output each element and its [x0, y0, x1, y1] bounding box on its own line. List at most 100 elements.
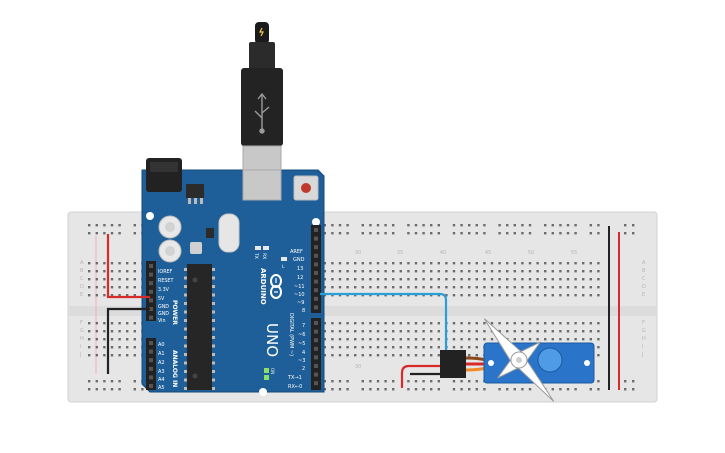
breadboard-hole[interactable]: [376, 330, 380, 333]
breadboard-hole[interactable]: [110, 278, 114, 281]
breadboard-hole[interactable]: [399, 346, 402, 349]
wire-red-servo-power[interactable]: [400, 364, 446, 388]
breadboard-hole[interactable]: [407, 278, 410, 281]
breadboard-hole[interactable]: [582, 294, 585, 297]
breadboard-hole[interactable]: [430, 338, 433, 341]
breadboard-hole[interactable]: [354, 278, 357, 281]
breadboard-hole[interactable]: [133, 322, 136, 325]
breadboard-hole[interactable]: [110, 380, 114, 383]
breadboard-hole[interactable]: [384, 294, 387, 297]
breadboard-hole[interactable]: [624, 380, 627, 383]
header-pin[interactable]: [314, 372, 318, 377]
breadboard-hole[interactable]: [430, 278, 433, 281]
breadboard-hole[interactable]: [103, 294, 106, 297]
breadboard-hole[interactable]: [460, 232, 463, 235]
breadboard-hole[interactable]: [133, 330, 136, 333]
breadboard-hole[interactable]: [95, 294, 98, 297]
breadboard-hole[interactable]: [475, 388, 478, 391]
breadboard-hole[interactable]: [582, 262, 585, 265]
header-pin[interactable]: [314, 228, 318, 232]
breadboard-hole[interactable]: [346, 346, 349, 349]
wire-red-5v[interactable]: [106, 234, 150, 299]
breadboard-hole[interactable]: [95, 232, 98, 235]
breadboard-hole[interactable]: [354, 294, 357, 297]
breadboard-hole[interactable]: [376, 294, 380, 297]
breadboard-hole[interactable]: [468, 262, 471, 265]
breadboard-hole[interactable]: [361, 262, 364, 265]
breadboard-hole[interactable]: [437, 380, 440, 383]
breadboard-hole[interactable]: [346, 294, 349, 297]
breadboard-hole[interactable]: [369, 346, 372, 349]
breadboard-hole[interactable]: [566, 330, 570, 333]
breadboard-hole[interactable]: [110, 270, 114, 273]
header-pin[interactable]: [314, 279, 318, 284]
breadboard-hole[interactable]: [346, 224, 349, 227]
breadboard-hole[interactable]: [331, 232, 334, 235]
breadboard-hole[interactable]: [422, 232, 425, 235]
breadboard-hole[interactable]: [414, 262, 418, 265]
breadboard-hole[interactable]: [338, 286, 342, 289]
breadboard-hole[interactable]: [422, 224, 425, 227]
breadboard-hole[interactable]: [323, 338, 326, 341]
breadboard-hole[interactable]: [624, 224, 627, 227]
breadboard-hole[interactable]: [574, 286, 577, 289]
breadboard-hole[interactable]: [399, 354, 402, 357]
breadboard-hole[interactable]: [544, 278, 547, 281]
breadboard-hole[interactable]: [589, 278, 592, 281]
breadboard-hole[interactable]: [103, 224, 106, 227]
header-pin[interactable]: [149, 264, 153, 268]
breadboard-hole[interactable]: [369, 388, 372, 391]
breadboard-hole[interactable]: [559, 232, 562, 235]
breadboard-hole[interactable]: [392, 278, 395, 281]
breadboard-hole[interactable]: [468, 388, 471, 391]
breadboard-hole[interactable]: [589, 338, 592, 341]
breadboard-hole[interactable]: [346, 286, 349, 289]
breadboard-hole[interactable]: [384, 270, 387, 273]
breadboard-hole[interactable]: [133, 278, 136, 281]
breadboard-hole[interactable]: [597, 322, 600, 325]
breadboard-hole[interactable]: [513, 286, 516, 289]
breadboard-hole[interactable]: [551, 294, 554, 297]
header-pin[interactable]: [314, 253, 318, 258]
header-pin[interactable]: [149, 349, 153, 354]
header-pin[interactable]: [149, 315, 153, 320]
breadboard-hole[interactable]: [437, 322, 440, 325]
breadboard-hole[interactable]: [430, 322, 433, 325]
breadboard-hole[interactable]: [338, 270, 342, 273]
breadboard-hole[interactable]: [118, 338, 121, 341]
breadboard-hole[interactable]: [422, 330, 425, 333]
breadboard-hole[interactable]: [490, 294, 494, 297]
breadboard-hole[interactable]: [582, 286, 585, 289]
breadboard-hole[interactable]: [338, 232, 342, 235]
breadboard-hole[interactable]: [430, 262, 433, 265]
breadboard-hole[interactable]: [430, 224, 433, 227]
breadboard-hole[interactable]: [103, 338, 106, 341]
breadboard-hole[interactable]: [544, 270, 547, 273]
breadboard-hole[interactable]: [521, 270, 524, 273]
header-pin[interactable]: [314, 355, 318, 360]
breadboard-hole[interactable]: [103, 278, 106, 281]
breadboard-hole[interactable]: [338, 278, 342, 281]
breadboard-hole[interactable]: [490, 270, 494, 273]
breadboard-hole[interactable]: [414, 224, 418, 227]
breadboard-hole[interactable]: [118, 380, 121, 383]
breadboard-hole[interactable]: [475, 330, 478, 333]
breadboard-hole[interactable]: [624, 232, 627, 235]
breadboard-hole[interactable]: [338, 330, 342, 333]
breadboard-hole[interactable]: [422, 270, 425, 273]
usb-b-port[interactable]: [242, 169, 282, 201]
breadboard-hole[interactable]: [582, 330, 585, 333]
breadboard-hole[interactable]: [528, 322, 532, 325]
breadboard-hole[interactable]: [369, 354, 372, 357]
breadboard-hole[interactable]: [475, 346, 478, 349]
breadboard-hole[interactable]: [574, 278, 577, 281]
breadboard-hole[interactable]: [483, 294, 486, 297]
breadboard-hole[interactable]: [468, 322, 471, 325]
breadboard-hole[interactable]: [528, 286, 532, 289]
breadboard-hole[interactable]: [354, 270, 357, 273]
breadboard-hole[interactable]: [346, 388, 349, 391]
breadboard-hole[interactable]: [597, 270, 600, 273]
header-pin[interactable]: [314, 262, 318, 267]
header-pin[interactable]: [314, 346, 318, 351]
breadboard-hole[interactable]: [338, 338, 342, 341]
